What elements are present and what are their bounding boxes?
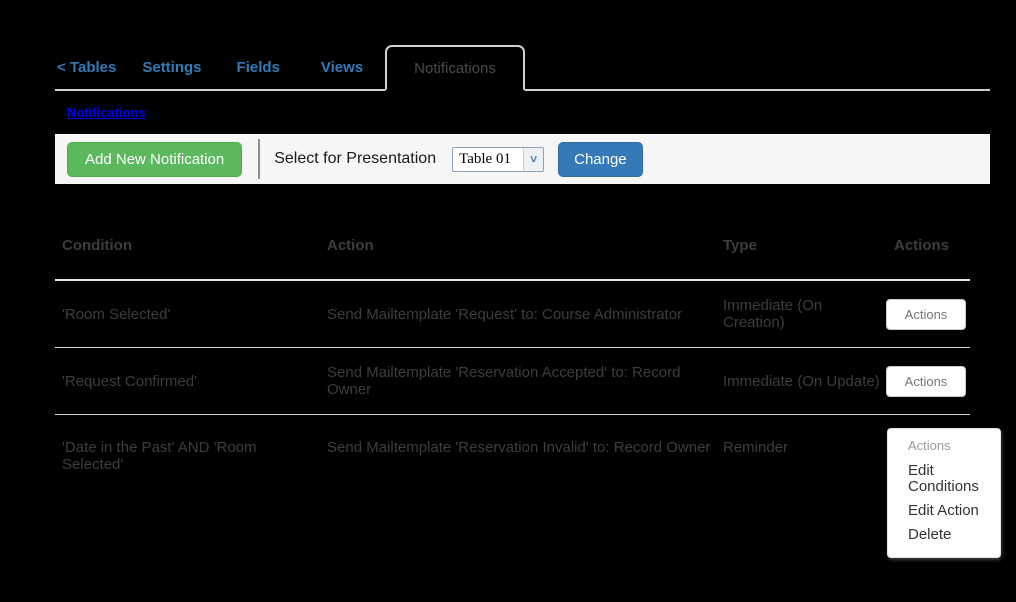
row-action: Send Mailtemplate 'Reservation Invalid' … [327,439,711,456]
row-type: Reminder [723,439,789,456]
table-row: 'Room Selected' Send Mailtemplate 'Reque… [55,281,970,348]
row-condition: 'Room Selected' [62,305,171,323]
menu-item-edit-conditions[interactable]: Edit Conditions [908,462,979,495]
tab-fields[interactable]: Fields [236,58,280,76]
table-select[interactable]: Table 01 ˅ [452,146,545,172]
select-for-presentation-label: Select for Presentation [274,150,437,167]
notifications-table: Condition Action Type Actions 'Room Sele… [55,184,970,495]
row-type: Immediate (On Update) [723,372,880,390]
table-select-value: Table 01 [459,150,511,167]
header-condition: Condition [62,237,132,254]
menu-item-delete[interactable]: Delete [908,526,952,543]
row-condition: 'Request Confirmed' [62,372,197,390]
breadcrumb: Notifications [55,91,990,134]
row-actions-button[interactable]: Actions [886,365,966,397]
change-button[interactable]: Change [558,141,643,177]
header-action: Action [327,237,374,254]
table-row: 'Request Confirmed' Send Mailtemplate 'R… [55,348,970,415]
actions-dropdown-menu: Actions Edit Conditions Edit Action Dele… [887,428,1001,558]
row-action: Send Mailtemplate 'Request' to: Course A… [327,305,683,323]
tab-views[interactable]: Views [320,58,364,76]
table-header-row: Condition Action Type Actions [55,184,970,281]
header-type: Type [723,237,757,254]
toolbar: Add New Notification Select for Presenta… [55,134,990,184]
tab-bar: < Tables Settings Fields Views Notificat… [55,45,990,91]
toolbar-divider [258,139,261,179]
breadcrumb-notifications-link[interactable]: Notifications [67,105,146,120]
header-actions: Actions [894,237,950,254]
row-type: Immediate (On Creation) [723,297,823,331]
actions-dropdown-header: Actions [908,438,951,453]
tab-settings[interactable]: Settings [142,58,202,76]
menu-item-edit-action[interactable]: Edit Action [908,502,979,519]
row-condition: 'Date in the Past' AND 'Room Selected' [62,439,257,473]
row-actions-button[interactable]: Actions [886,298,966,330]
tab-back-to-tables[interactable]: < Tables [57,58,117,76]
table-row: 'Date in the Past' AND 'Room Selected' S… [55,415,970,495]
chevron-down-icon: ˅ [523,147,544,171]
row-action: Send Mailtemplate 'Reservation Accepted'… [327,364,681,398]
content-area: < Tables Settings Fields Views Notificat… [55,45,990,495]
tab-notifications-active[interactable]: Notifications [385,45,525,91]
add-new-notification-button[interactable]: Add New Notification [67,141,243,177]
